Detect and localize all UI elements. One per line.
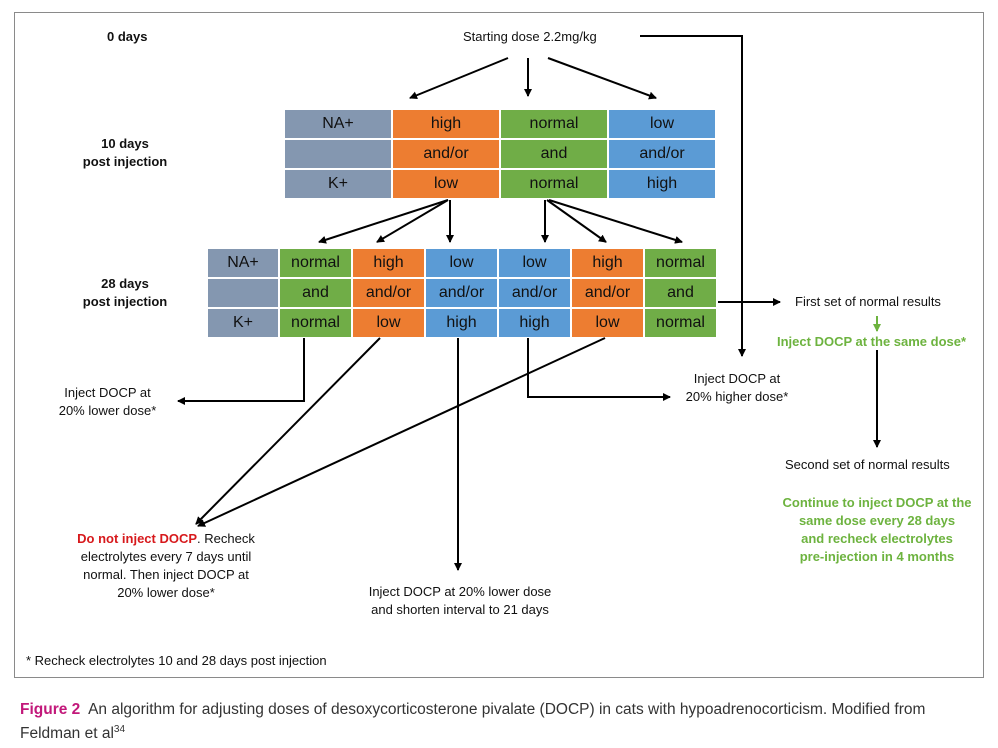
do-not-inject-line2: electrolytes every 7 days until [80,549,252,564]
continue-line2: same dose every 28 days [798,513,956,528]
arrow-10-to-28-b [376,199,449,243]
table-cell: low [425,248,498,278]
do-not-inject-line4: 20% lower dose* [117,585,215,600]
stage-label-10-line1: 10 days [101,136,149,151]
table-cell: and/or [608,139,716,169]
stage-label-0-days: 0 days [107,29,148,44]
table-cell: low [608,109,716,139]
caption-label: Figure 2 [20,701,81,718]
second-set-normal: Second set of normal results [785,457,950,472]
table-cell: low [498,248,571,278]
table-cell: normal [644,248,717,278]
table-cell: normal [279,308,352,338]
table-cell: and/or [498,278,571,308]
outcome-do-not-inject: Do not inject DOCP. Recheck electrolytes… [46,530,286,602]
table-cell: normal [279,248,352,278]
arrow-10-to-28-e [546,199,607,243]
continue-line3: and recheck electrolytes [801,531,953,546]
arrow-low-high-to-higher [527,338,671,401]
continue-inject: Continue to inject DOCP at the same dose… [770,494,984,566]
outcome-lower-shorten-line2: and shorten interval to 21 days [371,602,549,617]
table-cell: high [498,308,571,338]
caption-text: An algorithm for adjusting doses of deso… [20,701,926,743]
do-not-inject-line3: normal. Then inject DOCP at [83,567,249,582]
stage-label-10-line2: post injection [82,154,168,169]
table-cell: and [644,278,717,308]
stage-label-10-days: 10 days post injection [70,135,180,171]
table-cell: normal [500,169,608,199]
figure-caption: Figure 2 An algorithm for adjusting dose… [20,700,985,744]
table-cell: and [279,278,352,308]
table-cell: high [352,248,425,278]
inject-same-dose: Inject DOCP at the same dose* [777,334,967,349]
arrow-start-to-low [547,57,657,100]
first-set-normal: First set of normal results [795,294,941,309]
table-cell: low [392,169,500,199]
outcome-higher-20-line1: Inject DOCP at [693,371,781,386]
row-label: K+ [284,169,392,199]
row-label [284,139,392,169]
outcome-higher-20: Inject DOCP at 20% higher dose* [662,370,812,406]
stage-label-28-line1: 28 days [101,276,149,291]
table-cell: low [571,308,644,338]
table-cell: high [608,169,716,199]
caption-superscript: 34 [113,724,126,735]
arrow-10-to-28-f [548,199,683,244]
arrow-high-low-to-do-not-inject [195,337,381,525]
outcome-lower-shorten-line1: Inject DOCP at 20% lower dose [368,584,552,599]
row-label [207,278,279,308]
arrow-high-low2-to-do-not-inject [197,337,606,527]
outcome-lower-20-line2: 20% lower dose* [58,403,157,418]
table-cell: normal [644,308,717,338]
table-cell: and/or [392,139,500,169]
arrow-normal-to-lower [177,338,305,405]
arrow-start-to-high [409,57,509,100]
arrow-start-to-higher-dose [640,35,746,357]
table-cell: and/or [352,278,425,308]
row-label: NA+ [284,109,392,139]
table-cell: high [392,109,500,139]
outcome-lower-20: Inject DOCP at 20% lower dose* [40,384,175,420]
outcome-higher-20-line2: 20% higher dose* [685,389,789,404]
outcome-lower-shorten: Inject DOCP at 20% lower dose and shorte… [355,583,565,619]
table-cell: low [352,308,425,338]
stage-label-28-days: 28 days post injection [70,275,180,311]
stage-label-28-line2: post injection [82,294,168,309]
row-label: NA+ [207,248,279,278]
table-cell: and [500,139,608,169]
continue-line1: Continue to inject DOCP at the [782,495,972,510]
table-cell: and/or [425,278,498,308]
table-cell: high [571,248,644,278]
table-cell: normal [500,109,608,139]
outcome-lower-20-line1: Inject DOCP at [64,385,151,400]
row-label: K+ [207,308,279,338]
starting-dose: Starting dose 2.2mg/kg [463,29,597,44]
table-cell: and/or [571,278,644,308]
figure-frame [14,12,984,678]
do-not-inject-line1: . Recheck [197,531,255,546]
footnote: * Recheck electrolytes 10 and 28 days po… [26,653,327,668]
arrow-10-to-28-a [318,199,449,244]
do-not-inject-warning: Do not inject DOCP [77,531,198,546]
continue-line4: pre-injection in 4 months [799,549,955,564]
table-cell: high [425,308,498,338]
